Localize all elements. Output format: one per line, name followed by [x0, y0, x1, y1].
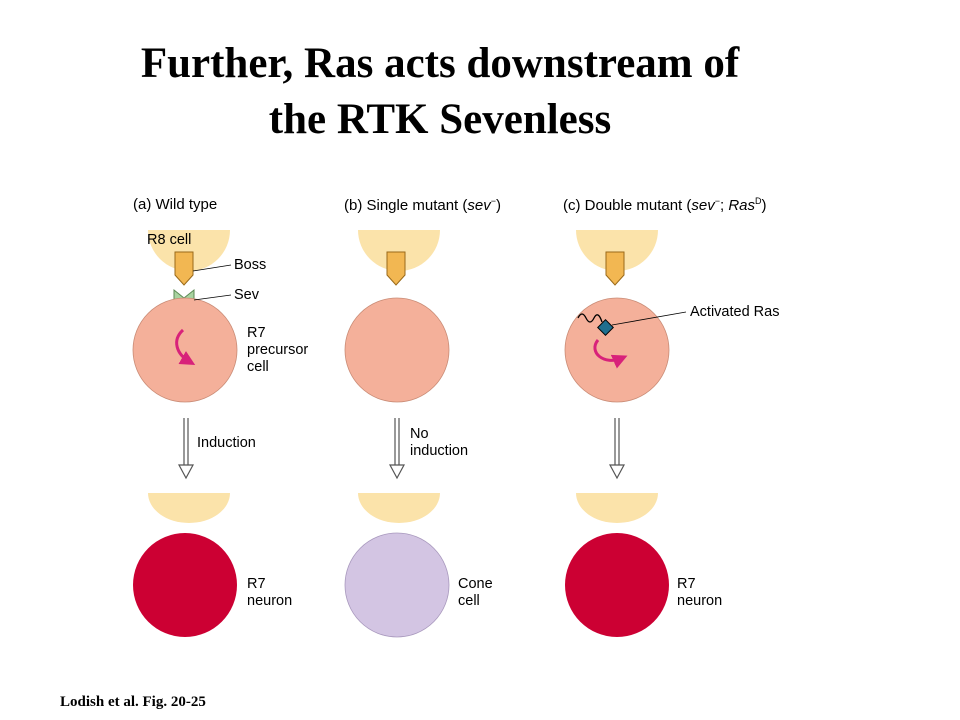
- ras-anchor-squiggle: [577, 313, 603, 323]
- boss-leader: [192, 264, 232, 272]
- sev-label: Sev: [234, 287, 259, 303]
- boss-label: Boss: [234, 257, 267, 273]
- induction-arrow-a: [177, 418, 195, 480]
- cone-cell-b: [344, 532, 450, 638]
- r7-neuron-a: [133, 533, 237, 637]
- r8-cell-bottom-a: [148, 493, 230, 523]
- r8-cell-a: [148, 230, 230, 271]
- panel-b-heading: (b) Single mutant (sev−): [344, 196, 501, 214]
- title-line-2: the RTK Sevenless: [268, 96, 612, 143]
- induction-label: Induction: [197, 435, 256, 451]
- activated-ras-label: Activated Ras: [690, 304, 780, 320]
- r8-cell-b: [358, 230, 440, 271]
- ras-leader: [611, 311, 687, 326]
- r7-neuron-c: [565, 533, 669, 637]
- r8-cell-bottom-b: [358, 493, 440, 523]
- outcome-label-b: Cone cell: [458, 576, 493, 609]
- no-induction-label: No induction: [410, 426, 469, 459]
- panel-c-heading: (c) Double mutant (sev−; RasD): [563, 196, 767, 214]
- activated-ras-icon: [597, 319, 614, 336]
- title-line-1: Further, Ras acts downstream of: [140, 40, 740, 87]
- r7-precursor-cell-c: [564, 297, 670, 403]
- magenta-arrow-c: [593, 339, 628, 369]
- boss-protein-b: [386, 251, 406, 286]
- r7-precursor-cell-b: [344, 297, 450, 403]
- slide-title: Further, Ras acts downstream of the RTK …: [0, 36, 880, 148]
- outcome-label-c: R7 neuron: [677, 576, 723, 609]
- boss-protein-c: [605, 251, 625, 286]
- no-induction-arrow-b: [388, 418, 406, 480]
- r8-cell-c: [576, 230, 658, 271]
- r7-precursor-cell-a: [132, 297, 238, 403]
- precursor-label: R7 precursor cell: [247, 325, 309, 375]
- outcome-label-a: R7 neuron: [247, 576, 293, 609]
- r8-cell-label: R8 cell: [147, 232, 192, 248]
- arrow-c: [608, 418, 626, 480]
- panel-a-heading: (a) Wild type: [133, 196, 218, 213]
- magenta-arrow-a: [175, 328, 196, 365]
- sev-leader: [193, 294, 232, 301]
- boss-protein-a: [174, 251, 194, 286]
- figure-citation: Lodish et al. Fig. 20-25: [60, 694, 206, 710]
- r8-cell-bottom-c: [576, 493, 658, 523]
